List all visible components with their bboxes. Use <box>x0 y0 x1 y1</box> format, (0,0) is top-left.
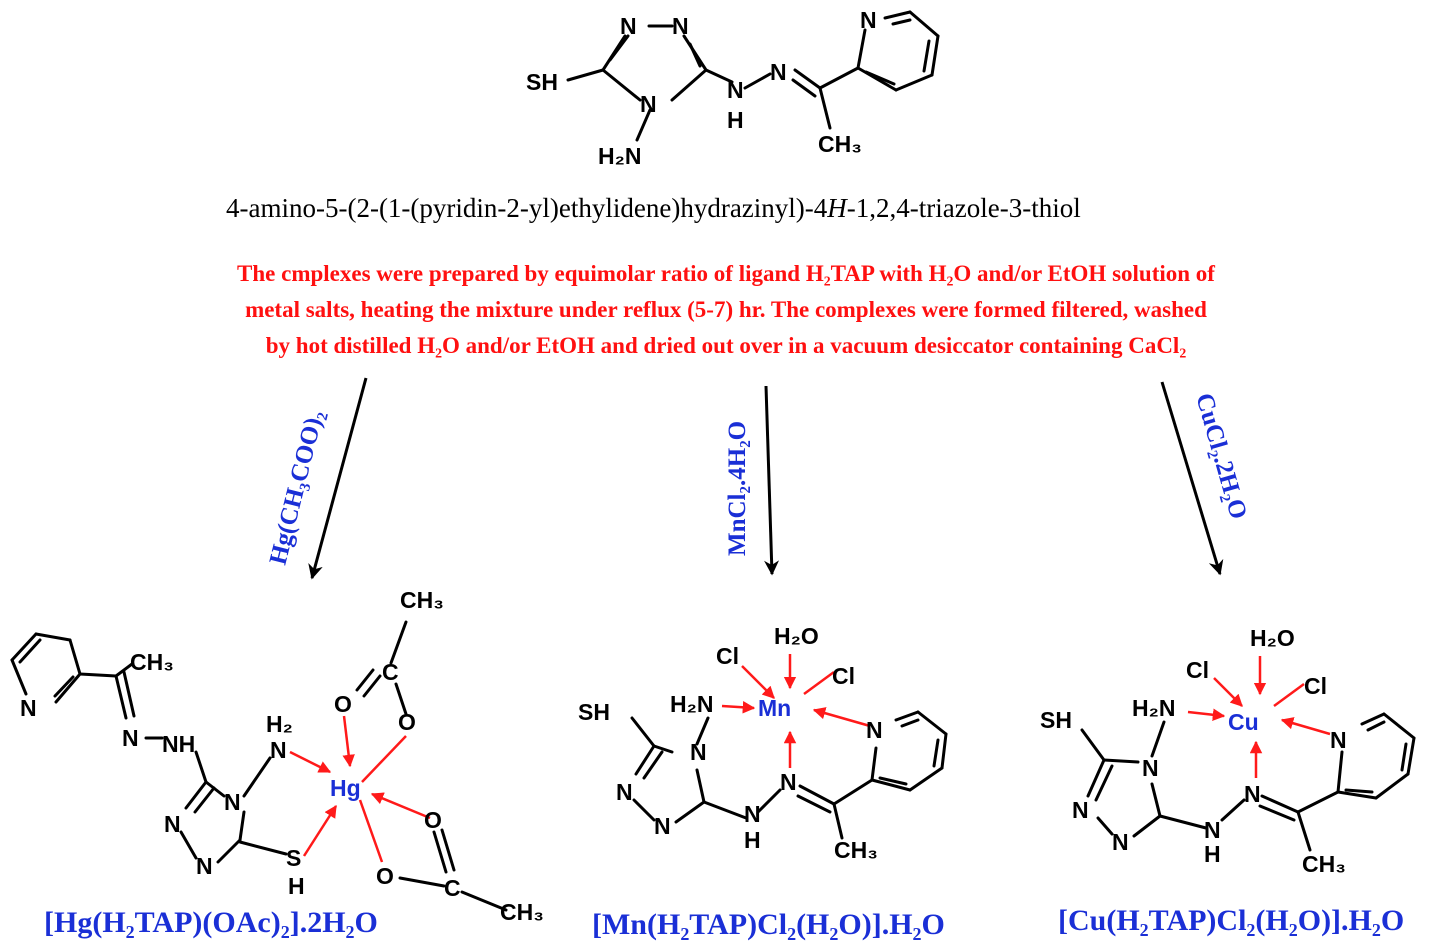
mn-complex-structure: SH H₂N N N N N H N CH₃ N Cl Cl H₂O Mn <box>578 623 948 863</box>
hg-atom-n: N <box>164 811 181 837</box>
ligand-atom-n: N <box>860 7 877 33</box>
ligand-atom-n: N <box>770 59 787 85</box>
hg-atom-o: O <box>424 807 442 833</box>
hg-metal-center: Hg <box>330 775 361 801</box>
mn-atom-n: N <box>616 779 633 805</box>
cu-atom-n: N <box>1142 755 1159 781</box>
arrow-to-mn-complex <box>764 385 780 576</box>
cu-complex-formula: [Cu(H₂TAP)Cl₂(H₂O)].H₂O <box>1058 904 1404 937</box>
hg-atom-s: S <box>286 845 301 871</box>
hg-atom-n: N <box>224 789 241 815</box>
cu-metal-center: Cu <box>1228 709 1259 735</box>
mn-atom-n: N <box>780 769 797 795</box>
mn-atom-h2n: H₂N <box>670 691 713 717</box>
cu-atom-cl: Cl <box>1186 657 1209 683</box>
cu-atom-n: N <box>1244 781 1261 807</box>
cu-atom-h2n: H₂N <box>1132 695 1175 721</box>
mn-atom-h: H <box>744 827 761 853</box>
arrow-to-hg-complex <box>308 377 368 580</box>
ligand-iupac-name: 4-amino-5-(2-(1-(pyridin-2-yl)ethylidene… <box>226 193 1081 223</box>
hg-atom-n: N <box>122 725 139 751</box>
cu-atom-h2o: H₂O <box>1250 625 1295 651</box>
reagent-mn: MnCl₂.4H₂O <box>724 421 751 556</box>
hg-atom-n: N <box>196 853 213 879</box>
hg-atom-ch3: CH₃ <box>130 649 174 675</box>
arrow-to-cu-complex <box>1160 381 1224 576</box>
cu-atom-sh: SH <box>1040 707 1072 733</box>
mn-atom-h2o: H₂O <box>774 623 819 649</box>
ligand-atom-n: N <box>672 13 689 39</box>
cu-atom-n: N <box>1330 727 1347 753</box>
mn-metal-center: Mn <box>758 695 791 721</box>
cu-atom-n: N <box>1072 797 1089 823</box>
hg-atom-c: C <box>382 659 399 685</box>
mn-atom-sh: SH <box>578 699 610 725</box>
hg-atom-n: N <box>20 695 37 721</box>
procedure-line-3: by hot distilled H₂O and/or EtOH and dri… <box>266 333 1187 358</box>
hg-atom-nh: NH <box>162 731 195 757</box>
hg-complex-formula: [Hg(H₂TAP)(OAc)₂].2H₂O <box>44 906 378 939</box>
procedure-line-1: The cmplexes were prepared by equimolar … <box>237 261 1215 286</box>
cu-atom-n: N <box>1112 829 1129 855</box>
cu-complex-structure: SH H₂N N N N N H N CH₃ N Cl Cl H₂O Cu <box>1040 625 1416 877</box>
hg-atom-o: O <box>334 691 352 717</box>
hg-atom-c: C <box>444 875 461 901</box>
ligand-atom-sh: SH <box>526 69 558 95</box>
hg-atom-h: H <box>288 873 305 899</box>
ligand-atom-n: N <box>620 13 637 39</box>
ligand-atom-n: N <box>640 91 657 117</box>
hg-complex-structure: N CH₃ N NH N N N H₂ N S H Hg CH₃ C O O O… <box>10 587 544 925</box>
mn-atom-cl: Cl <box>832 663 855 689</box>
cu-atom-ch3: CH₃ <box>1302 851 1346 877</box>
ligand-atom-h: H <box>727 107 744 133</box>
procedure-line-2: metal salts, heating the mixture under r… <box>245 297 1207 322</box>
cu-atom-h: H <box>1204 841 1221 867</box>
cu-atom-n: N <box>1204 817 1221 843</box>
ligand-atom-ch3: CH₃ <box>818 131 862 157</box>
mn-atom-n: N <box>866 717 883 743</box>
ligand-atom-h2n: H₂N <box>598 143 641 169</box>
hg-atom-o: O <box>376 863 394 889</box>
hg-atom-h2: H₂ <box>266 711 293 737</box>
hg-atom-ch3: CH₃ <box>400 587 444 613</box>
hg-atom-ch3: CH₃ <box>500 899 544 925</box>
hg-atom-o: O <box>398 709 416 735</box>
mn-atom-n: N <box>690 739 707 765</box>
ligand-structure: N N N SH H₂N N H N CH₃ N <box>526 7 940 169</box>
hg-atom-n: N <box>270 737 287 763</box>
mn-atom-n: N <box>744 801 761 827</box>
reagent-hg: Hg(CH₃COO)₂ <box>265 408 329 568</box>
mn-complex-formula: [Mn(H₂TAP)Cl₂(H₂O)].H₂O <box>592 908 945 941</box>
mn-atom-cl: Cl <box>716 643 739 669</box>
mn-atom-n: N <box>654 813 671 839</box>
cu-atom-cl: Cl <box>1304 673 1327 699</box>
ligand-atom-n: N <box>727 77 744 103</box>
mn-atom-ch3: CH₃ <box>834 837 878 863</box>
